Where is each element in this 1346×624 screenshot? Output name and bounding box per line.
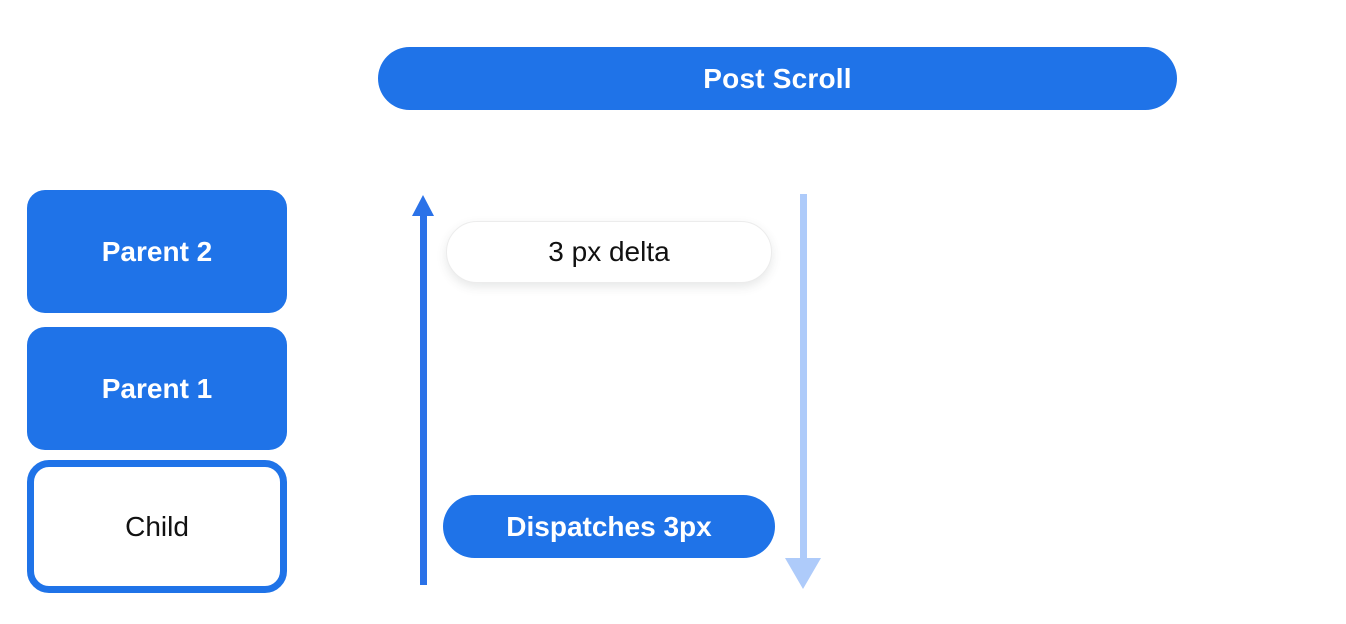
node-parent-1-label: Parent 1: [101, 372, 213, 404]
dispatch-pill-label: Dispatches 3px: [506, 510, 712, 542]
up-arrow-shaft: [420, 213, 427, 585]
up-arrow-head: [412, 195, 434, 216]
post-scroll-banner-label: Post Scroll: [703, 62, 852, 94]
delta-pill: 3 px delta: [446, 221, 772, 283]
post-scroll-banner: Post Scroll: [378, 47, 1177, 110]
down-arrow-head: [785, 558, 821, 589]
node-parent-2: Parent 2: [27, 190, 287, 313]
node-child-label: Child: [125, 510, 189, 542]
node-parent-1: Parent 1: [27, 327, 287, 450]
node-child: Child: [27, 460, 287, 593]
delta-pill-label: 3 px delta: [548, 236, 670, 267]
dispatch-pill: Dispatches 3px: [443, 495, 775, 558]
node-parent-2-label: Parent 2: [101, 235, 213, 267]
down-arrow-shaft: [800, 194, 807, 559]
